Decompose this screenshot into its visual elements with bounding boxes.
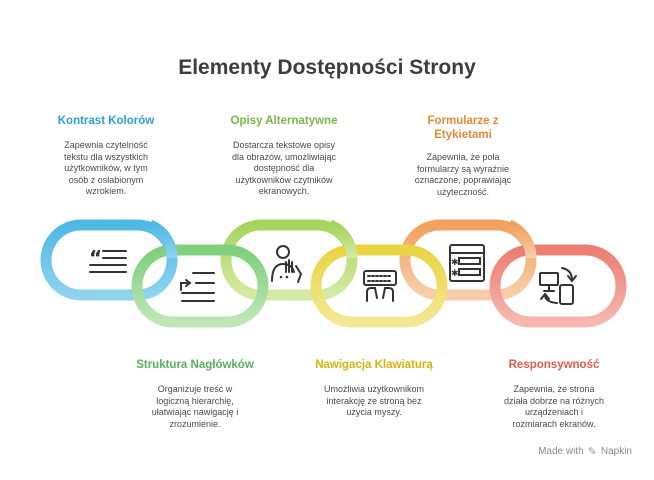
chain-link-responsywnosc — [489, 244, 627, 328]
hierarchy-list-icon — [180, 272, 215, 302]
item-heading: Responsywność — [508, 359, 600, 371]
item-opisy-alternatywne: Opisy Alternatywne Dostarcza tekstowe op… — [214, 114, 354, 198]
svg-text:✱: ✱ — [451, 258, 459, 268]
item-heading: Formularze z Etykietami — [427, 115, 499, 141]
chain-overlap — [147, 219, 178, 259]
item-formularze-z-etykietami: Formularze z Etykietami Zapewnia, że pol… — [393, 114, 533, 198]
page-title: Elementy Dostępności Strony — [178, 56, 476, 79]
chain-overlap — [327, 219, 358, 259]
item-nawigacja-klawiatura: Nawigacja Klawiaturą Umożliwia użytkowni… — [304, 358, 444, 419]
svg-text:“: “ — [89, 246, 102, 270]
brand-label: Napkin — [600, 446, 632, 457]
item-heading: Nawigacja Klawiaturą — [315, 359, 433, 371]
made-with-label: Made with — [538, 446, 584, 457]
quote-list-icon: “ — [89, 246, 127, 273]
item-heading: Kontrast Kolorów — [57, 115, 155, 127]
chain-link-nawigacja — [310, 244, 448, 328]
pen-icon: ✎ — [587, 446, 597, 458]
chain-link-formularze — [399, 219, 537, 301]
item-heading: Struktura Nagłówków — [136, 359, 254, 371]
chain-link-struktura — [131, 244, 269, 328]
keyboard-hands-icon — [363, 270, 397, 302]
form-fields-icon: ✱ ✱ — [449, 244, 485, 282]
chain-link-kontrast — [40, 219, 178, 301]
person-braille-icon — [271, 245, 303, 283]
chain-overlap — [506, 219, 537, 259]
svg-text:✱: ✱ — [451, 269, 459, 279]
chain-link-opisy — [220, 219, 358, 301]
footer-credit: Made with ✎ Napkin — [538, 445, 632, 458]
devices-sync-icon — [539, 267, 577, 305]
item-heading: Opisy Alternatywne — [230, 115, 338, 127]
